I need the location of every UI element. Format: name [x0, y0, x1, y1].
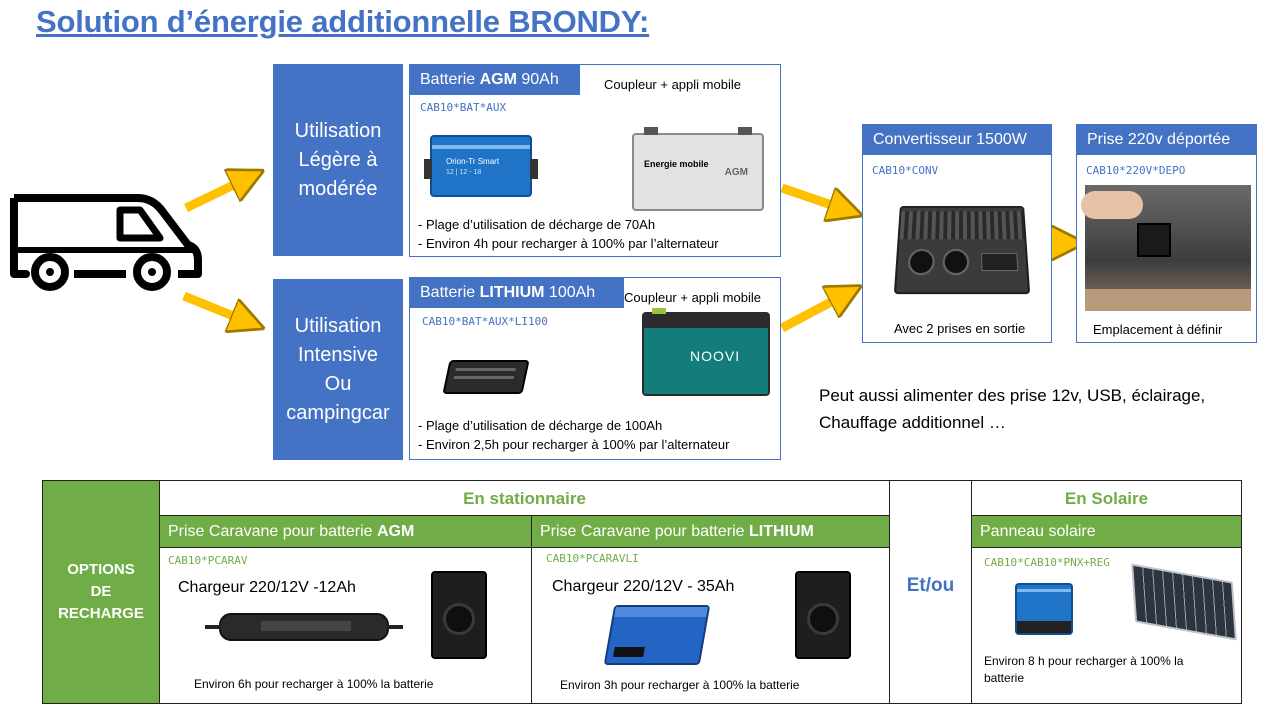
usage-light-box: Utilisation Légère à modérée — [273, 64, 403, 256]
lithium-caravan-socket-image — [795, 571, 851, 659]
agm-battery-image: Energie mobile AGM — [632, 127, 764, 211]
lithium-battery-image: NOOVI — [642, 308, 770, 396]
lithium-socket-code: CAB10*PCARAVLI — [546, 552, 639, 565]
note-line2: Chauffage additionnel … — [819, 413, 1006, 432]
recharge-options-table: OPTIONS DE RECHARGE En stationnaire En S… — [42, 480, 1242, 704]
dcdc-charger-image — [442, 360, 530, 394]
solar-code: CAB10*CAB10*PNX+REG — [984, 556, 1110, 569]
agm-header: Batterie AGM 90Ah — [410, 65, 580, 95]
lithium-panel: Batterie LITHIUM 100Ah Coupleur + appli … — [409, 277, 781, 460]
options-label-line3: RECHARGE — [58, 605, 144, 622]
options-label: OPTIONS DE RECHARGE — [43, 481, 159, 703]
agm-charger-image — [205, 613, 403, 641]
options-label-line1: OPTIONS — [67, 561, 135, 578]
flow-arrows — [182, 0, 1280, 480]
agm-charger-label: Chargeur 220/12V -12Ah — [178, 579, 356, 596]
solar-caption-line2: batterie — [984, 671, 1025, 685]
arrow-to-light — [184, 178, 248, 213]
solar-panel-header: Panneau solaire — [972, 516, 1241, 547]
orion-charger-image: Orion-Tr Smart 12 | 12 - 18 — [424, 135, 538, 197]
converter-image — [893, 205, 1031, 295]
solar-caption: Environ 8 h pour recharger à 100% la bat… — [984, 653, 1183, 687]
arrow-to-intensive — [182, 291, 248, 322]
lithium-header: Batterie LITHIUM 100Ah — [410, 278, 624, 308]
lithium-charger-label: Chargeur 220/12V - 35Ah — [552, 578, 735, 595]
socket220-code: CAB10*220V*DEPO — [1086, 164, 1186, 177]
orion-label: Orion-Tr Smart — [446, 157, 500, 166]
lithium-socket-header: Prise Caravane pour batterie LITHIUM — [532, 516, 889, 547]
solar-panel-image — [1131, 563, 1237, 641]
converter-caption: Avec 2 prises en sortie — [894, 321, 1026, 336]
lithium-socket-caption: Environ 3h pour recharger à 100% la batt… — [560, 678, 800, 692]
usage-light-line1: Utilisation — [294, 119, 382, 142]
agm-coupler-label: Coupleur + appli mobile — [604, 77, 741, 92]
lithium-battery-brand: NOOVI — [690, 348, 741, 364]
options-label-line2: DE — [90, 583, 112, 600]
lithium-charger-image — [603, 605, 711, 665]
agm-socket-header: Prise Caravane pour batterie AGM — [160, 516, 531, 547]
lithium-line2: - Environ 2,5h pour recharger à 100% par… — [418, 437, 730, 452]
usage-light-line3: modérée — [298, 177, 378, 200]
agm-code: CAB10*BAT*AUX — [420, 101, 507, 114]
lithium-code: CAB10*BAT*AUX*LI100 — [422, 315, 548, 328]
agm-socket-caption: Environ 6h pour recharger à 100% la batt… — [194, 677, 434, 691]
converter-code: CAB10*CONV — [872, 164, 939, 177]
page-title: Solution d’énergie additionnelle BRONDY: — [36, 4, 650, 39]
socket220-caption: Emplacement à définir — [1093, 322, 1223, 337]
solar-caption-line1: Environ 8 h pour recharger à 100% la — [984, 654, 1184, 668]
agm-socket-code: CAB10*PCARAV — [168, 554, 248, 567]
converter-panel: Convertisseur 1500W CAB10*CONV Avec 2 pr… — [862, 124, 1052, 343]
lithium-coupler-label: Coupleur + appli mobile — [624, 290, 761, 305]
lithium-line1: - Plage d’utilisation de décharge de 100… — [418, 418, 663, 433]
socket220-panel: Prise 220v déportée CAB10*220V*DEPO Empl… — [1076, 124, 1257, 343]
socket220-header: Prise 220v déportée — [1077, 125, 1256, 155]
socket220-image — [1081, 185, 1251, 311]
usage-intensive-line4: campingcar — [286, 401, 390, 424]
agm-battery-tag: AGM — [724, 167, 748, 178]
usage-intensive-box: Utilisation Intensive Ou campingcar — [273, 279, 403, 460]
agm-battery-brand: Energie mobile — [644, 159, 709, 169]
usage-intensive-line3: Ou — [324, 372, 352, 395]
agm-line2: - Environ 4h pour recharger à 100% par l… — [418, 236, 719, 251]
usage-intensive-line2: Intensive — [297, 343, 379, 366]
mppt-controller-image — [1015, 583, 1073, 635]
converter-header: Convertisseur 1500W — [863, 125, 1051, 155]
van-icon — [10, 194, 202, 291]
etou-label: Et/ou — [906, 575, 955, 596]
agm-line1: - Plage d’utilisation de décharge de 70A… — [418, 217, 656, 232]
orion-sublabel: 12 | 12 - 18 — [446, 169, 482, 176]
note-line1: Peut aussi alimenter des prise 12v, USB,… — [819, 386, 1206, 405]
arrow-lithium-to-converter — [779, 294, 846, 332]
note-text: Peut aussi alimenter des prise 12v, USB,… — [819, 382, 1205, 436]
agm-caravan-socket-image — [431, 571, 487, 659]
stationnaire-header: En stationnaire — [463, 489, 586, 508]
arrow-agm-to-converter — [780, 183, 846, 210]
agm-panel: Batterie AGM 90Ah Coupleur + appli mobil… — [409, 64, 781, 257]
usage-intensive-line1: Utilisation — [294, 314, 382, 337]
usage-light-line2: Légère à — [298, 148, 378, 171]
solaire-header: En Solaire — [1064, 489, 1149, 508]
